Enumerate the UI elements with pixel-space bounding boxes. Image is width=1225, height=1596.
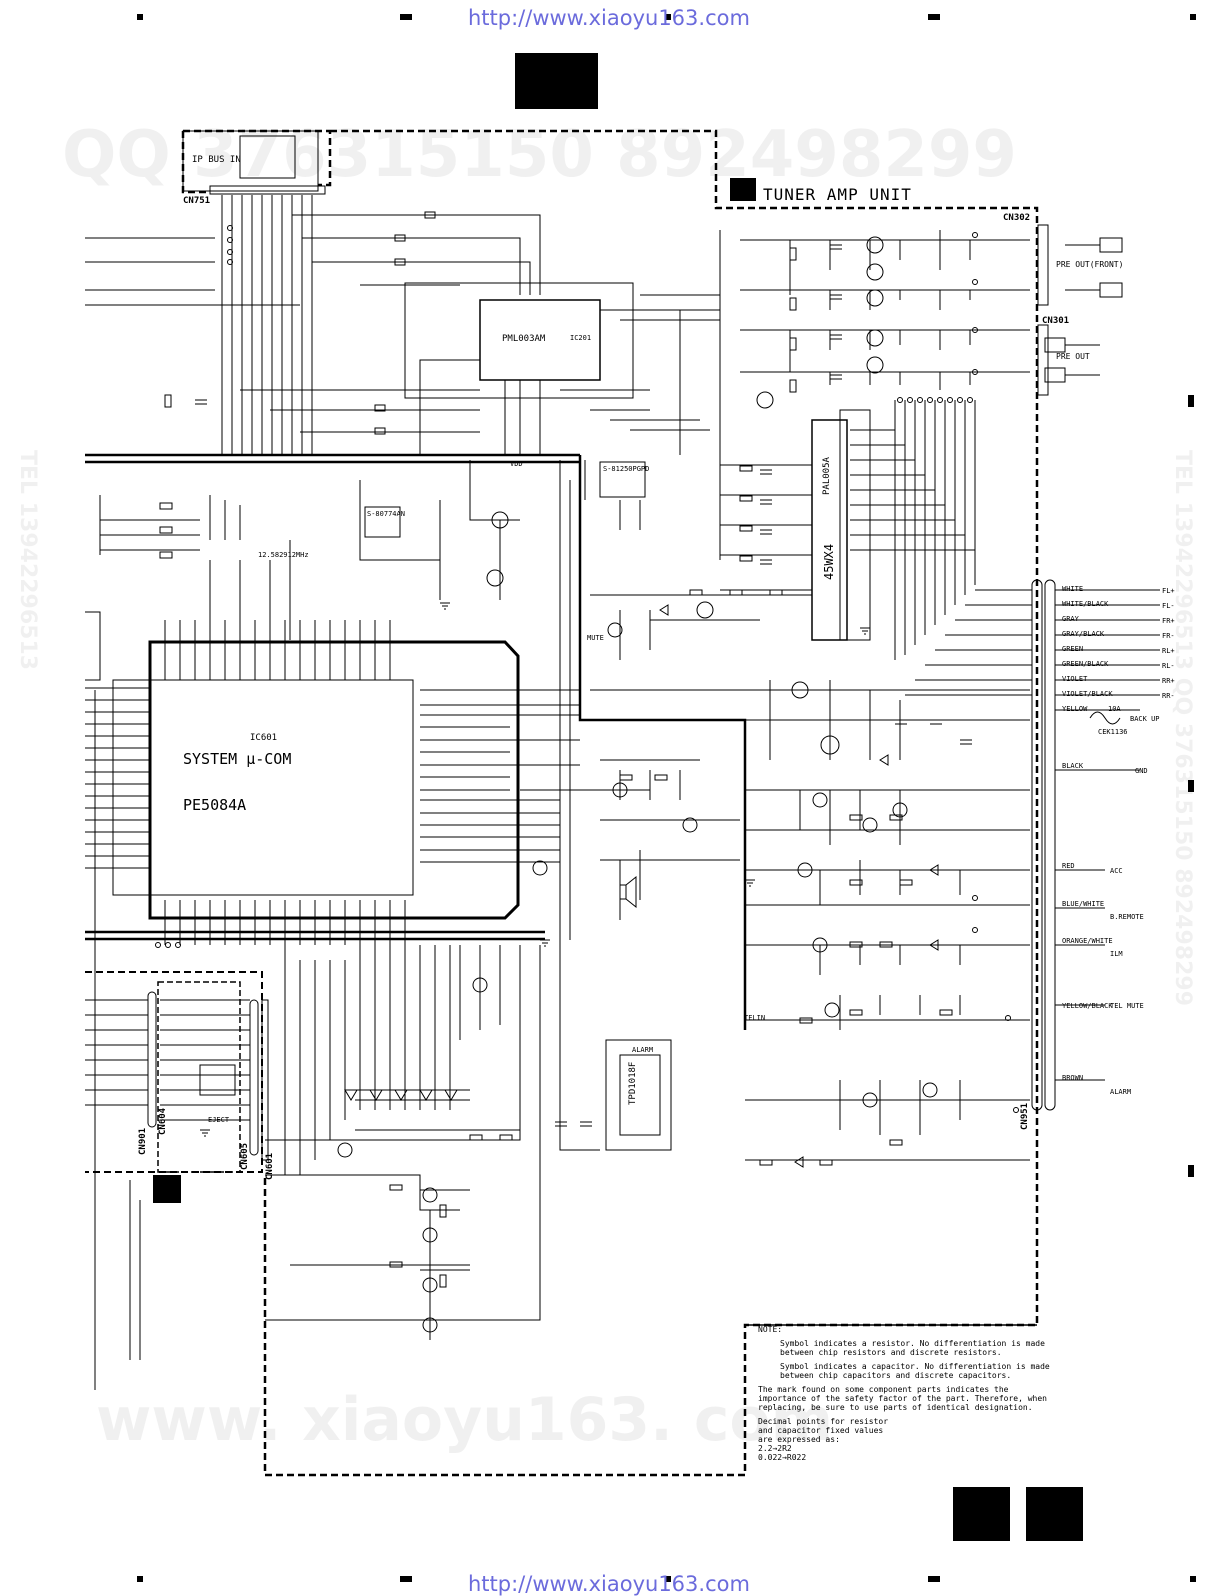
note-decimal-2: and capacitor fixed values — [758, 1426, 884, 1435]
fuse-rating: 10A — [1108, 705, 1121, 713]
term-fl-plus: FL+ — [1162, 587, 1175, 595]
term-fl-minus: FL- — [1162, 602, 1175, 610]
ic601-ref: IC601 — [250, 733, 278, 743]
term-tel-mute: TEL MUTE — [1110, 1002, 1144, 1010]
term-bremote: B.REMOTE — [1110, 913, 1144, 921]
ic201-ref: IC201 — [570, 334, 592, 342]
note-example-2: 0.022→R022 — [758, 1453, 807, 1462]
wire-yellow: YELLOW — [1062, 705, 1088, 713]
vdd-label: VDD — [510, 460, 523, 468]
note-block: NOTE: Symbol indicates a resistor. No di… — [758, 1325, 1058, 1462]
wire-yellow-black: YELLOW/BLACK — [1062, 1002, 1113, 1010]
term-alarm: ALARM — [1110, 1088, 1132, 1096]
unit-title: TUNER AMP UNIT — [763, 185, 912, 204]
wire-blue-white: BLUE/WHITE — [1062, 900, 1105, 908]
note-capacitor: Symbol indicates a capacitor. No differe… — [780, 1362, 1050, 1380]
term-rr-plus: RR+ — [1162, 677, 1175, 685]
term-rl-plus: RL+ — [1162, 647, 1175, 655]
unit-outline — [181, 129, 1039, 1477]
alarm-ic-part: TPD1018F — [628, 1061, 638, 1105]
ic951-part: S-81250PGPD — [603, 465, 650, 473]
cn751-label: CN751 — [183, 196, 211, 206]
term-rl-minus: RL- — [1162, 662, 1175, 670]
eject-label: EJECT — [208, 1116, 230, 1124]
note-heading: NOTE: — [758, 1325, 783, 1334]
ic601-body — [148, 640, 520, 920]
cn301-label: CN301 — [1042, 316, 1070, 326]
cn605-label: CN605 — [240, 1142, 250, 1170]
term-rr-minus: RR- — [1162, 692, 1175, 700]
alarm-label: ALARM — [632, 1046, 654, 1054]
url-top: http://www.xiaoyu163.com — [468, 6, 750, 30]
page-marker-bottom-1 — [953, 1487, 1010, 1541]
term-ilm: ILM — [1110, 950, 1123, 958]
wire-green: GREEN — [1062, 645, 1084, 653]
wire-green-black: GREEN/BLACK — [1062, 660, 1109, 668]
note-resistor: Symbol indicates a resistor. No differen… — [780, 1339, 1045, 1357]
telin-label: TELIN — [744, 1014, 766, 1022]
cn901-label: CN901 — [138, 1127, 148, 1155]
wire-black: BLACK — [1062, 762, 1084, 770]
wire-white-black: WHITE/BLACK — [1062, 600, 1109, 608]
ic604-part: S-80774AN — [367, 510, 405, 518]
ic601-name: SYSTEM μ-COM — [183, 750, 292, 768]
term-acc: ACC — [1110, 867, 1123, 875]
page-marker-top — [515, 53, 598, 109]
wire-red: RED — [1062, 862, 1075, 870]
cn601-label: CN601 — [265, 1152, 275, 1180]
cn302-label: CN302 — [1003, 213, 1031, 223]
ip-bus-connector — [182, 130, 319, 192]
ic601-part: PE5084A — [183, 796, 247, 814]
wire-gray-black: GRAY/BLACK — [1062, 630, 1105, 638]
pre-out-label: PRE OUT — [1056, 352, 1090, 361]
wire-brown: BROWN — [1062, 1074, 1084, 1082]
note-safety: The mark found on some component parts i… — [758, 1385, 1047, 1412]
term-fr-minus: FR- — [1162, 632, 1175, 640]
crystal-label: 12.582912MHz — [258, 551, 309, 559]
wire-violet: VIOLET — [1062, 675, 1088, 683]
alarm-ic — [605, 1039, 672, 1151]
wire-white: WHITE — [1062, 585, 1084, 593]
url-bottom: http://www.xiaoyu163.com — [468, 1572, 750, 1596]
note-decimal-1: Decimal points for resistor — [758, 1417, 889, 1426]
ip-bus-label: IP BUS IN — [192, 155, 241, 165]
term-gnd: GND — [1135, 767, 1148, 775]
cn604-label: CN604 — [158, 1107, 168, 1135]
pre-out-front-label: PRE OUT(FRONT) — [1056, 260, 1124, 269]
term-fr-plus: FR+ — [1162, 617, 1175, 625]
wire-violet-black: VIOLET/BLACK — [1062, 690, 1113, 698]
cn951-bar — [1031, 579, 1043, 1111]
note-decimal-3: are expressed as: — [758, 1435, 840, 1444]
wire-gray: GRAY — [1062, 615, 1079, 623]
note-example-1: 2.2→2R2 — [758, 1444, 792, 1453]
mute-label: MUTE — [587, 634, 604, 642]
fuse-part: CEK1136 — [1098, 728, 1128, 736]
ic301-sub: 45WX4 — [822, 543, 836, 580]
unit-marker — [730, 178, 756, 201]
cn901-marker — [153, 1175, 181, 1203]
ic301-body — [811, 419, 848, 641]
ic301-part: PAL005A — [822, 457, 832, 495]
page-marker-bottom-2 — [1026, 1487, 1083, 1541]
cn951-label: CN951 — [1020, 1102, 1030, 1130]
ic201-part: PML003AM — [502, 334, 546, 344]
term-backup: BACK UP — [1130, 715, 1160, 723]
wire-orange-white: ORANGE/WHITE — [1062, 937, 1113, 945]
